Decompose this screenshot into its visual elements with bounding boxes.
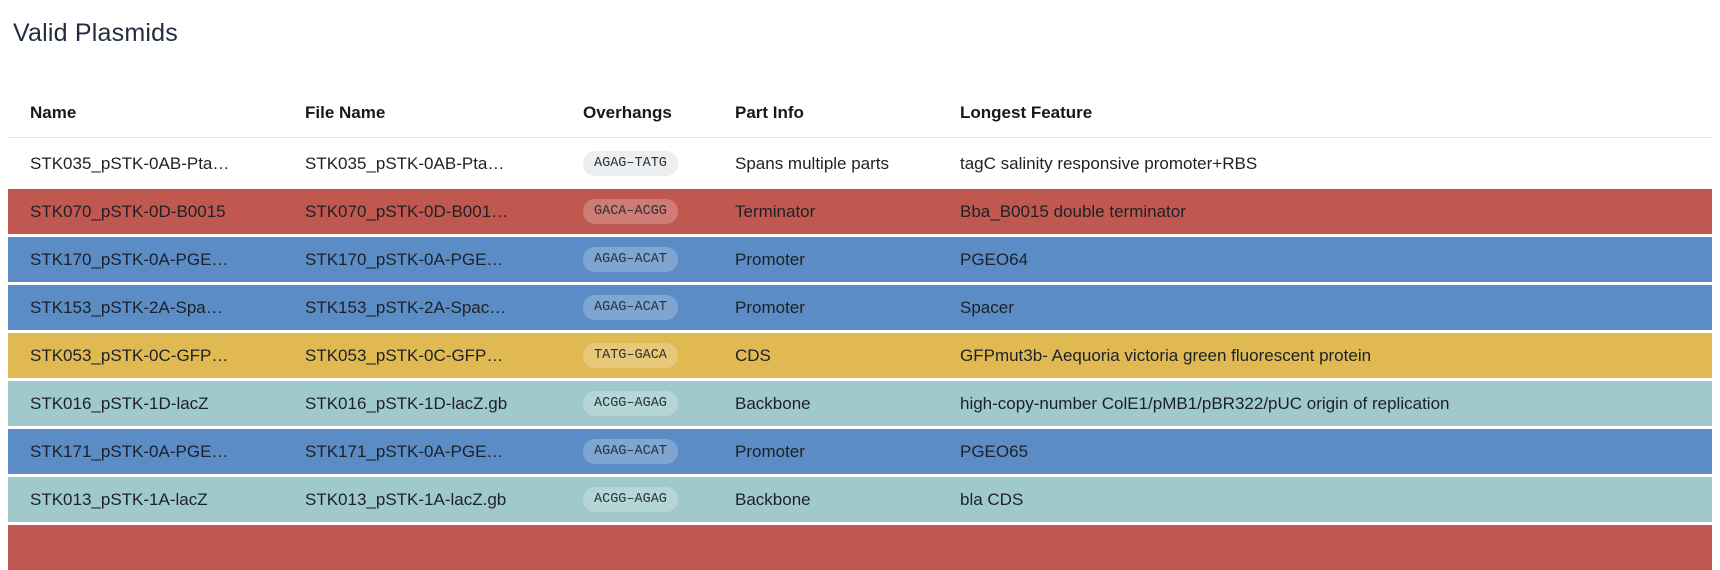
page-title: Valid Plasmids [13, 19, 178, 47]
cell-part-info: CDS [735, 345, 771, 365]
table-row[interactable]: STK053_pSTK-0C-GFP… STK053_pSTK-0C-GFP… … [8, 333, 1712, 378]
table-row[interactable] [8, 525, 1712, 570]
overhang-badge: ACGG–AGAG [583, 391, 678, 416]
cell-overhangs: AGAG–ACAT [583, 439, 735, 464]
cell-name: STK171_pSTK-0A-PGE… [30, 441, 229, 461]
column-header-longest-feature: Longest Feature [960, 102, 1093, 122]
cell-name: STK070_pSTK-0D-B0015 [30, 201, 226, 221]
cell-longest-feature: GFPmut3b- Aequoria victoria green fluore… [960, 345, 1372, 365]
overhang-badge: AGAG–TATG [583, 151, 678, 176]
overhang-badge: AGAG–ACAT [583, 439, 678, 464]
cell-longest-feature: PGEO64 [960, 249, 1029, 269]
cell-overhangs: ACGG–AGAG [583, 487, 735, 512]
table-row[interactable]: STK013_pSTK-1A-lacZ STK013_pSTK-1A-lacZ.… [8, 477, 1712, 522]
cell-part-info: Terminator [735, 201, 816, 221]
cell-overhangs: AGAG–TATG [583, 151, 735, 176]
cell-name: STK170_pSTK-0A-PGE… [30, 249, 229, 269]
cell-longest-feature: Spacer [960, 297, 1014, 317]
overhang-badge: AGAG–ACAT [583, 247, 678, 272]
plasmid-table: Name File Name Overhangs Part Info Longe… [8, 88, 1712, 570]
table-body: STK035_pSTK-0AB-Pta… STK035_pSTK-0AB-Pta… [8, 141, 1712, 570]
table-row[interactable]: STK171_pSTK-0A-PGE… STK171_pSTK-0A-PGE… … [8, 429, 1712, 474]
table-row[interactable]: STK016_pSTK-1D-lacZ STK016_pSTK-1D-lacZ.… [8, 381, 1712, 426]
table-row[interactable]: STK070_pSTK-0D-B0015 STK070_pSTK-0D-B001… [8, 189, 1712, 234]
table-header-row: Name File Name Overhangs Part Info Longe… [8, 88, 1712, 138]
overhang-badge: GACA–ACGG [583, 199, 678, 224]
table-row[interactable]: STK035_pSTK-0AB-Pta… STK035_pSTK-0AB-Pta… [8, 141, 1712, 186]
cell-file-name: STK013_pSTK-1A-lacZ.gb [305, 489, 507, 509]
cell-part-info: Backbone [735, 489, 811, 509]
overhang-badge: TATG–GACA [583, 343, 678, 368]
cell-file-name: STK070_pSTK-0D-B001… [305, 201, 509, 221]
cell-file-name: STK170_pSTK-0A-PGE… [305, 249, 504, 269]
overhang-badge: ACGG–AGAG [583, 487, 678, 512]
cell-part-info: Spans multiple parts [735, 153, 890, 173]
cell-overhangs: ACGG–AGAG [583, 391, 735, 416]
cell-part-info: Promoter [735, 441, 805, 461]
cell-longest-feature: PGEO65 [960, 441, 1029, 461]
cell-file-name: STK035_pSTK-0AB-Pta… [305, 153, 505, 173]
table-row[interactable]: STK153_pSTK-2A-Spa… STK153_pSTK-2A-Spac…… [8, 285, 1712, 330]
column-header-name: Name [30, 102, 77, 122]
table-row[interactable]: STK170_pSTK-0A-PGE… STK170_pSTK-0A-PGE… … [8, 237, 1712, 282]
cell-overhangs: AGAG–ACAT [583, 247, 735, 272]
cell-file-name: STK016_pSTK-1D-lacZ.gb [305, 393, 508, 413]
cell-name: STK016_pSTK-1D-lacZ [30, 393, 209, 413]
cell-file-name: STK153_pSTK-2A-Spac… [305, 297, 507, 317]
cell-overhangs: TATG–GACA [583, 343, 735, 368]
cell-longest-feature: high-copy-number ColE1/pMB1/pBR322/pUC o… [960, 393, 1450, 413]
cell-overhangs: GACA–ACGG [583, 199, 735, 224]
cell-part-info: Promoter [735, 297, 805, 317]
cell-part-info: Promoter [735, 249, 805, 269]
cell-name: STK013_pSTK-1A-lacZ [30, 489, 208, 509]
cell-file-name: STK171_pSTK-0A-PGE… [305, 441, 504, 461]
overhang-badge: AGAG–ACAT [583, 295, 678, 320]
cell-longest-feature: Bba_B0015 double terminator [960, 201, 1186, 221]
cell-name: STK053_pSTK-0C-GFP… [30, 345, 229, 365]
cell-file-name: STK053_pSTK-0C-GFP… [305, 345, 504, 365]
cell-longest-feature: tagC salinity responsive promoter+RBS [960, 153, 1258, 173]
cell-overhangs: AGAG–ACAT [583, 295, 735, 320]
column-header-overhangs: Overhangs [583, 102, 672, 122]
column-header-file-name: File Name [305, 102, 386, 122]
column-header-part-info: Part Info [735, 102, 804, 122]
cell-longest-feature: bla CDS [960, 489, 1024, 509]
cell-part-info: Backbone [735, 393, 811, 413]
cell-name: STK035_pSTK-0AB-Pta… [30, 153, 230, 173]
cell-name: STK153_pSTK-2A-Spa… [30, 297, 223, 317]
